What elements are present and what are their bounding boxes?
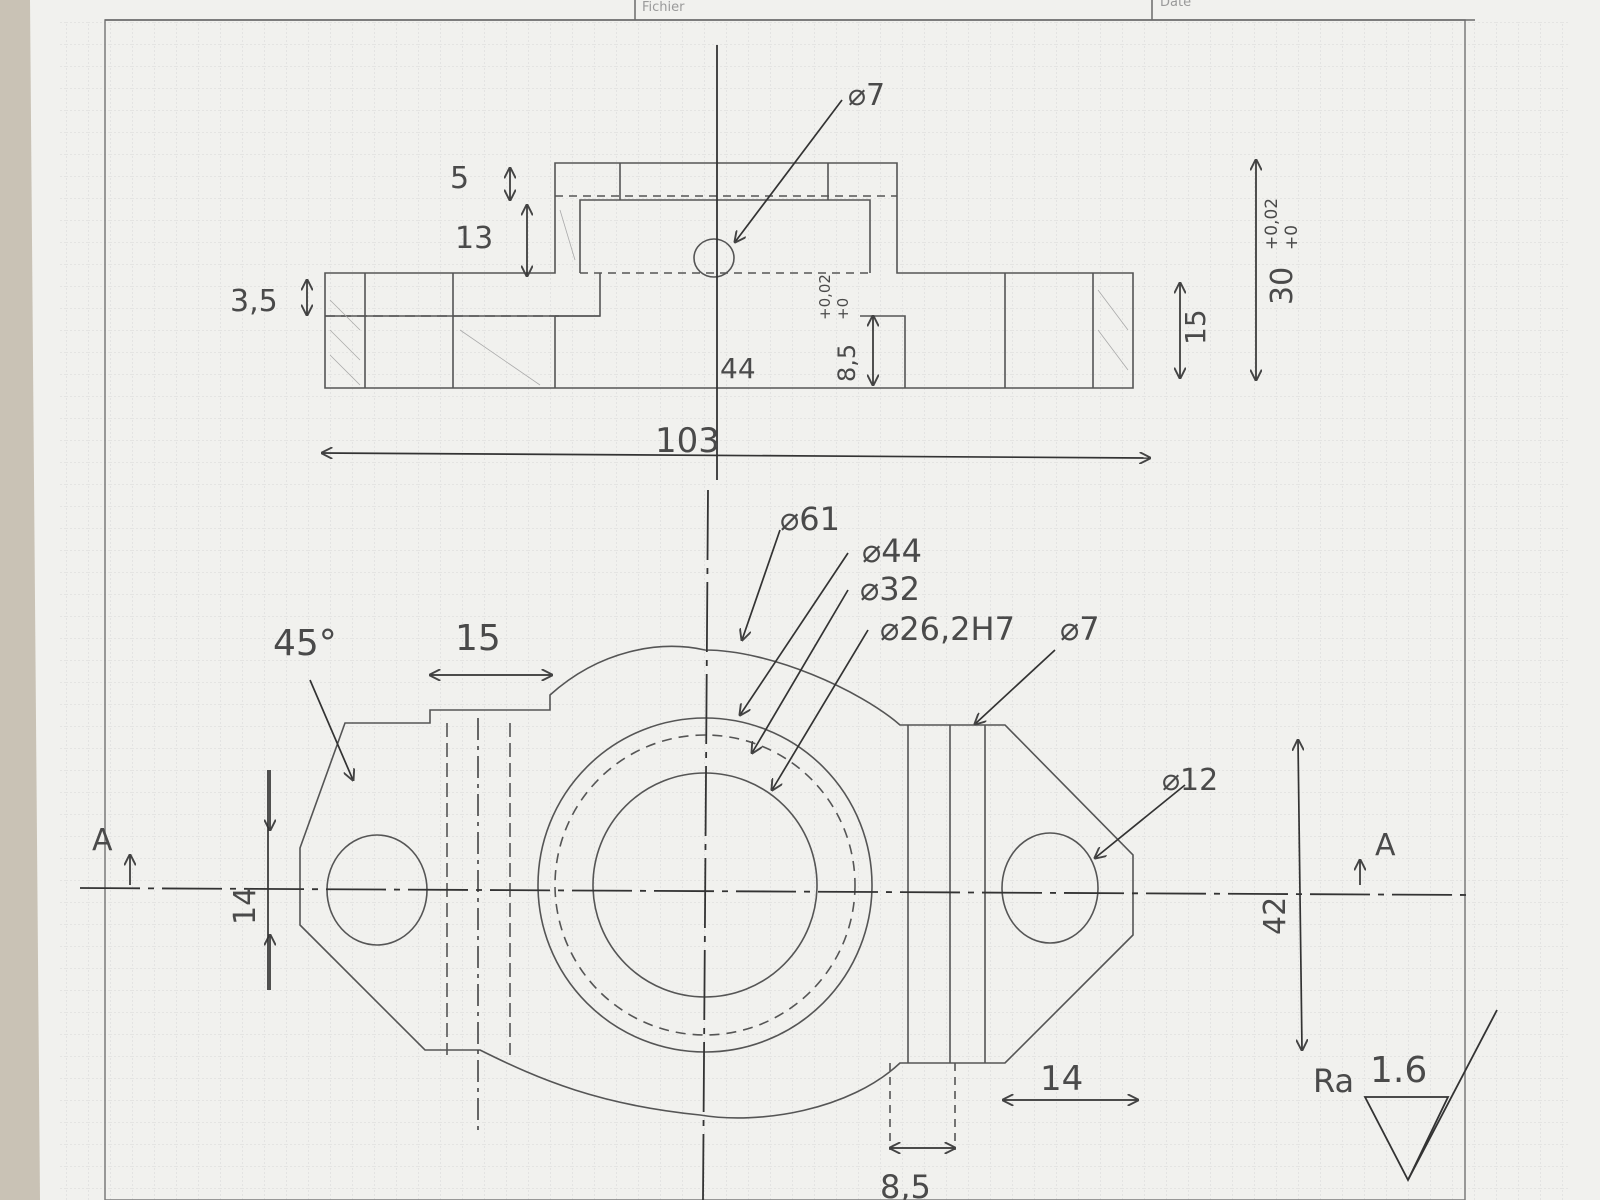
dim-dia-12: ⌀12	[1162, 763, 1218, 798]
surface-finish-label: Ra	[1313, 1062, 1354, 1100]
dim-height-tol-upper: +0,02	[1262, 198, 1282, 250]
top-horizontal-axis	[79, 887, 1471, 896]
dim-height-tol-lower: +0	[1282, 225, 1302, 250]
slot-left	[554, 315, 600, 388]
dim-dia-61: ⌀61	[780, 500, 840, 538]
circle-dia-44	[537, 717, 873, 1053]
field-file-label: Fichier	[642, 0, 685, 15]
dim-flange-thickness: 3,5	[230, 284, 278, 319]
dim-overall-width: 42	[1258, 897, 1293, 935]
dim-overall-length: 103	[655, 421, 720, 461]
section-hatching	[329, 209, 1129, 386]
dim-slot-depth: 8,5	[833, 344, 861, 382]
section-label-left: A	[92, 823, 113, 858]
dim-dia-bore: ⌀26,2H7	[880, 610, 1015, 648]
top-dimensions	[130, 529, 1360, 1148]
grid-area	[60, 20, 1570, 1200]
top-vertical-axis	[702, 489, 709, 1200]
surface-finish-value: 1.6	[1370, 1050, 1427, 1091]
top-outline	[299, 645, 1134, 1119]
dim-slot-tol-lower: +0	[834, 298, 852, 320]
dim-dia-7: ⌀7	[1060, 610, 1100, 648]
dim-width-14: 14	[1040, 1059, 1083, 1099]
right-flange-hole	[1001, 832, 1099, 944]
title-block: Fichier Date	[105, 0, 1475, 21]
dim-bore-depth: 44	[720, 352, 756, 385]
front-outline	[324, 162, 1134, 389]
front-view	[324, 162, 1134, 389]
dim-width-15: 15	[455, 618, 501, 659]
front-dimensions	[307, 99, 1256, 458]
cavity-outline	[579, 199, 871, 273]
dim-overall-height: 30	[1265, 267, 1300, 305]
front-center-hole	[693, 238, 735, 278]
dim-dia-32: ⌀32	[860, 570, 920, 608]
field-date-label: Date	[1160, 0, 1191, 10]
dim-chamfer-angle: 45°	[273, 623, 337, 664]
dim-slot-tol-upper: +0,02	[816, 274, 834, 320]
dim-slot-width: 8,5	[880, 1168, 931, 1200]
dim-dia-44: ⌀44	[862, 532, 922, 570]
dim-top-height: 5	[450, 161, 469, 196]
top-view	[299, 645, 1134, 1150]
section-label-right: A	[1375, 828, 1396, 863]
dim-flange-height: 15	[1179, 309, 1212, 345]
dim-front-hole: ⌀7	[848, 78, 885, 113]
surface-finish-symbol	[1363, 1009, 1498, 1183]
dim-left-height: 14	[228, 887, 263, 925]
dim-cavity-height: 13	[455, 221, 493, 256]
circle-dia-32	[554, 734, 856, 1036]
